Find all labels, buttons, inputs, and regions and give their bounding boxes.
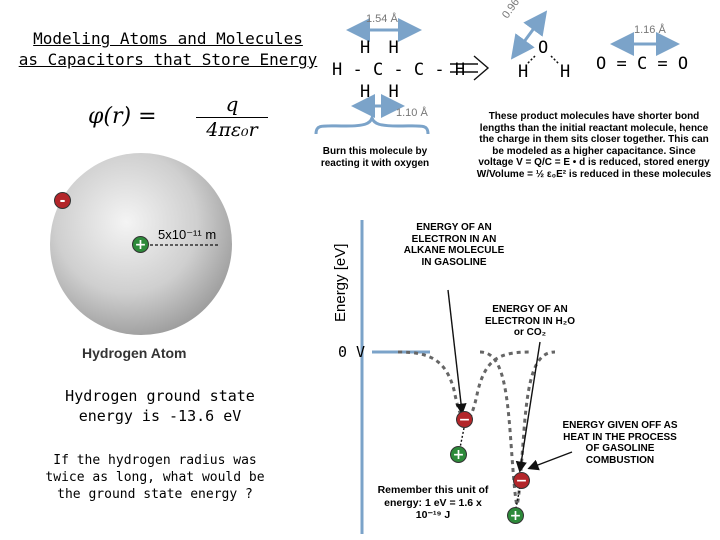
ethane-chain: H - C - C - H — [332, 60, 466, 80]
co2-formula: O = C = O — [596, 54, 689, 74]
product-energy-label: ENERGY OF AN ELECTRON IN H₂O or CO₂ — [485, 304, 575, 338]
title-line-1: Modeling Atoms and Molecules — [33, 29, 303, 48]
oh-bond-arrow — [510, 10, 548, 60]
heat-pointer — [527, 451, 573, 471]
product-potential-well — [479, 350, 556, 510]
water-oxygen: O — [538, 38, 549, 58]
water-bond-right — [550, 55, 560, 65]
ethane-bottom-hydrogens: H H — [360, 82, 403, 102]
formula-numerator: q — [225, 92, 239, 116]
water-hydrogen-left: H — [518, 62, 529, 82]
formula-denominator: 4πε₀r — [206, 119, 258, 141]
product-pointer — [515, 341, 541, 473]
electron-charge: - — [54, 192, 71, 209]
water-hydrogen-right: H — [560, 62, 571, 82]
question-text: If the hydrogen radius was twice as long… — [45, 453, 265, 502]
alkane-potential-well — [397, 350, 531, 422]
formula-fraction-bar — [196, 117, 268, 118]
alkane-energy-label: ENERGY OF AN ELECTRON IN AN ALKANE MOLEC… — [403, 222, 505, 268]
product-electron: − — [513, 472, 530, 489]
alkane-pointer — [447, 289, 467, 415]
burn-label: Burn this molecule by reacting it with o… — [320, 146, 430, 169]
ground-state-text: Hydrogen ground state energy is -13.6 eV — [65, 387, 255, 425]
alkane-electron: − — [456, 411, 473, 428]
product-nucleus: + — [507, 507, 524, 524]
page-title: Modeling Atoms and Molecules as Capacito… — [18, 28, 318, 70]
proton-charge: + — [132, 236, 149, 253]
heat-energy-label: ENERGY GIVEN OFF AS HEAT IN THE PROCESS … — [562, 420, 678, 466]
cc-bond-length: 1.54 Å — [366, 13, 398, 25]
zero-volt-label: 0 V — [338, 343, 366, 361]
ch-bond-length: 1.10 Å — [396, 107, 428, 119]
hydrogen-atom-caption: Hydrogen Atom — [82, 345, 187, 361]
ethane-top-hydrogens: H H — [360, 38, 403, 58]
reaction-arrow — [450, 55, 490, 81]
water-bond-left — [526, 55, 536, 65]
ethane-bracket — [314, 113, 430, 135]
hydrogen-radius-label: 5x10⁻¹¹ m — [158, 227, 217, 242]
formula-lhs: φ(r) = — [88, 104, 157, 129]
alkane-nucleus: + — [450, 446, 467, 463]
product-note: These product molecules have shorter bon… — [476, 111, 712, 180]
co-bond-length: 1.16 Å — [634, 24, 666, 36]
title-line-2: as Capacitors that Store Energy — [18, 50, 318, 69]
energy-axis-label: Energy [eV] — [332, 243, 349, 322]
ev-unit-note: Remember this unit of energy: 1 eV = 1.6… — [377, 484, 489, 521]
